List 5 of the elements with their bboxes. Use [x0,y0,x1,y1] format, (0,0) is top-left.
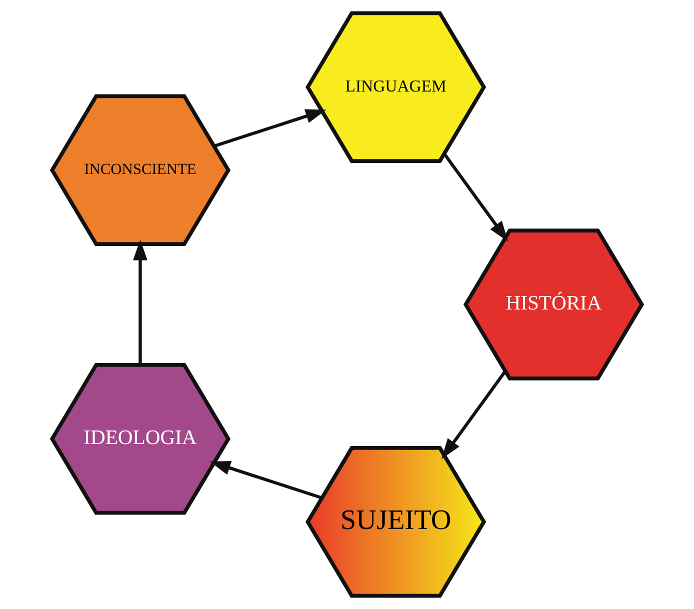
arrow [441,370,506,460]
arrow [214,109,326,148]
arrow [443,153,508,242]
arrow [210,460,322,500]
arrow [133,240,148,365]
